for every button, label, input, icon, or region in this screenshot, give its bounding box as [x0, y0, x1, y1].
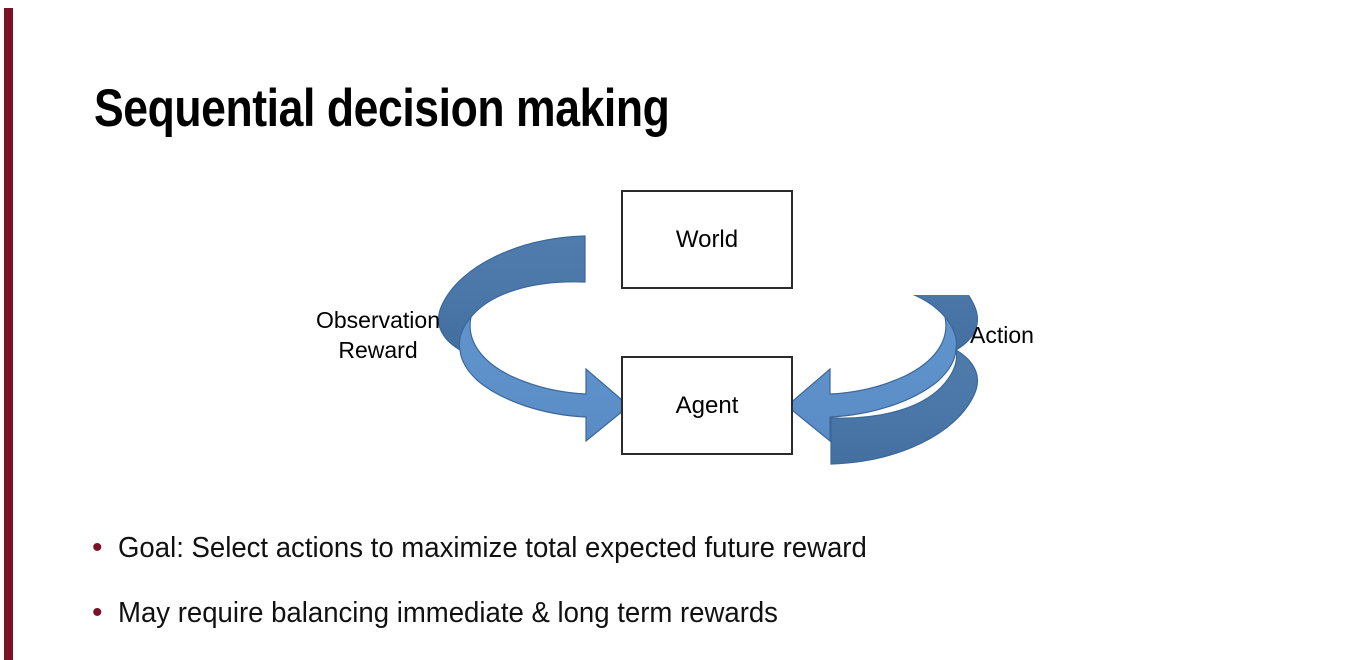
diagram-arrows: [438, 225, 990, 465]
page-title: Sequential decision making: [94, 79, 670, 138]
arrow-mask: [780, 225, 990, 295]
right-arrow-dark-band-correct: [830, 348, 978, 465]
edge-label-reward: Reward: [338, 337, 418, 364]
bullet-text: May require balancing immediate & long t…: [118, 597, 778, 630]
left-arrow-dark-band: [438, 235, 586, 352]
left-accent-bar: [4, 8, 13, 660]
list-item: • Goal: Select actions to maximize total…: [92, 532, 1272, 565]
left-arrow-light-band: [458, 316, 630, 443]
bullet-text: Goal: Select actions to maximize total e…: [118, 532, 867, 564]
edge-label-observation: Observation: [315, 307, 440, 333]
list-item: • May require balancing immediate & long…: [92, 597, 1272, 630]
edge-label-action-text: Action: [970, 322, 1034, 348]
left-curved-arrow: [438, 235, 630, 443]
agent-world-loop-diagram: World Agent Observation Reward Action: [290, 170, 1080, 475]
edge-label-observation-reward: Observation Reward: [298, 305, 458, 366]
node-agent-label: Agent: [675, 391, 739, 419]
bullet-dot-icon: •: [92, 596, 103, 630]
edge-label-action: Action: [970, 320, 1090, 350]
node-world-label: World: [675, 225, 739, 253]
bullet-dot-icon: •: [92, 531, 103, 564]
node-world: World: [621, 190, 793, 289]
bullet-list: • Goal: Select actions to maximize total…: [92, 532, 1272, 660]
node-agent: Agent: [621, 356, 793, 455]
